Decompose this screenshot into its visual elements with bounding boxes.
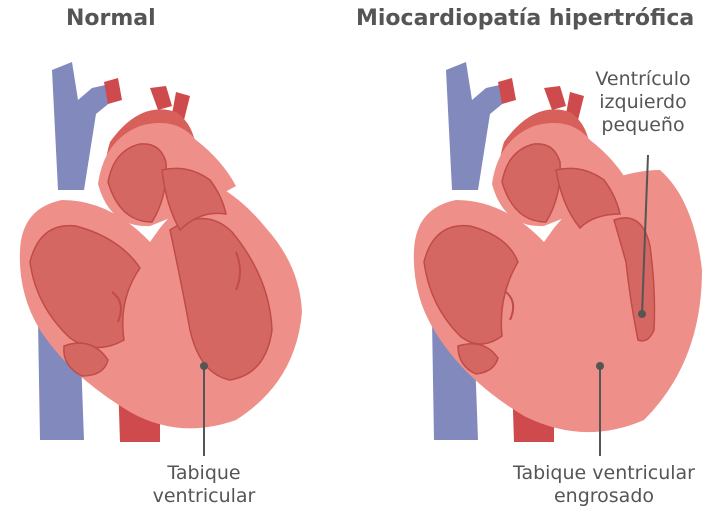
label-septum-normal: Tabique ventricular: [148, 462, 260, 508]
label-septum-thick: Tabique ventricular engrosado: [498, 462, 710, 508]
label-septum-normal-line2: ventricular: [148, 485, 260, 508]
label-small-lv-line1: Ventrículo: [588, 68, 698, 91]
normal-heart: [20, 62, 302, 456]
label-small-lv-line2: izquierdo: [588, 91, 698, 114]
title-hypertrophic: Miocardiopatía hipertrófica: [356, 6, 694, 31]
label-small-lv: Ventrículo izquierdo pequeño: [588, 68, 698, 137]
title-normal: Normal: [66, 6, 156, 31]
label-septum-thick-line2: engrosado: [498, 485, 710, 508]
label-septum-normal-line1: Tabique: [148, 462, 260, 485]
label-small-lv-line3: pequeño: [588, 114, 698, 137]
label-septum-thick-line1: Tabique ventricular: [498, 462, 710, 485]
